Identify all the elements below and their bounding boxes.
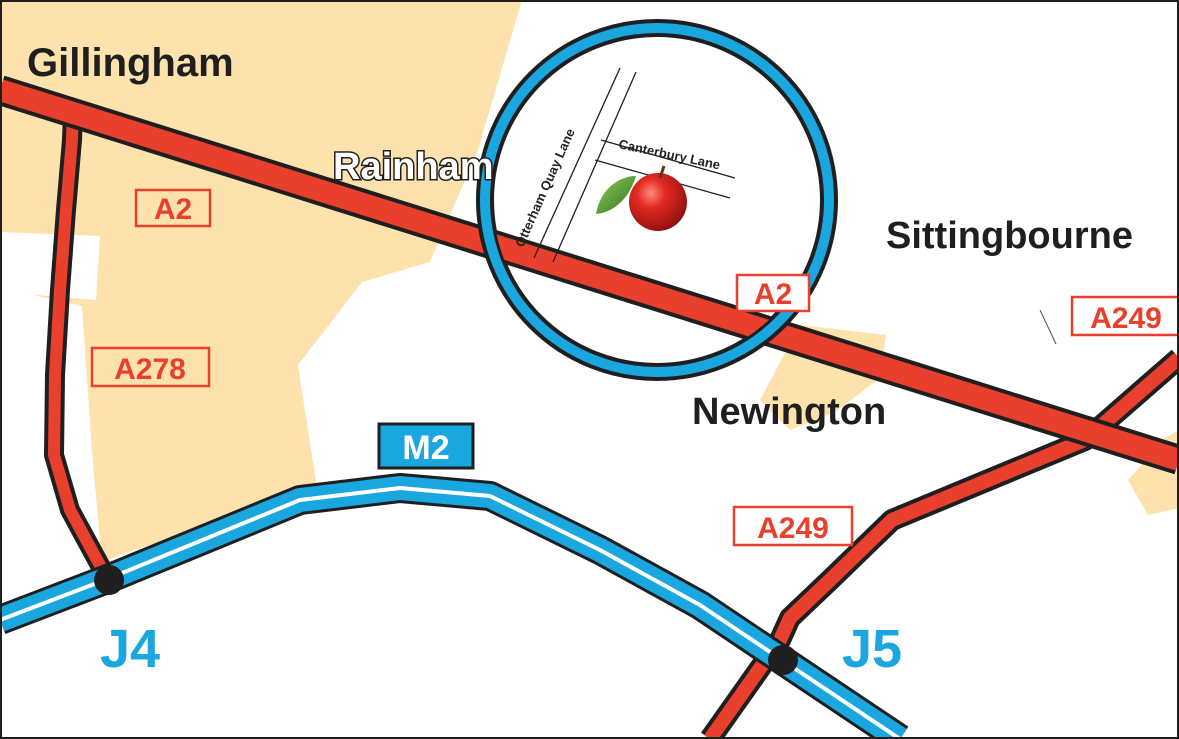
road-label-a2-west: A2 <box>134 188 212 228</box>
junction-label-j4: J4 <box>100 619 160 679</box>
inset-a2 <box>493 75 821 364</box>
m2-motorway <box>0 473 909 739</box>
svg-text:A249: A249 <box>1090 302 1162 335</box>
place-label-newington: Newington <box>692 391 886 433</box>
road-label-a278: A278 <box>90 346 211 388</box>
svg-text:A2: A2 <box>754 278 792 311</box>
road-label-a249-east: A249 <box>1070 295 1179 337</box>
urban-gap-west <box>0 232 100 300</box>
leaf-icon <box>596 176 636 214</box>
place-label-rainham: Rainham <box>333 146 493 188</box>
otterham-quay-lane-road <box>533 67 637 263</box>
inset-ring-blue <box>480 23 834 377</box>
m2-centre-line <box>0 486 902 739</box>
place-label-gillingham: Gillingham <box>27 41 234 85</box>
road-label-a2-east: A2 <box>735 273 811 313</box>
map-tick <box>1039 309 1057 345</box>
junction-j4-marker[interactable] <box>94 565 124 595</box>
junction-j5-marker[interactable] <box>768 645 798 675</box>
junction-label-j5: J5 <box>842 619 902 679</box>
svg-text:A2: A2 <box>154 193 192 226</box>
apple-icon[interactable] <box>596 165 687 231</box>
svg-text:A278: A278 <box>114 353 186 386</box>
apple-body <box>629 173 687 231</box>
apple-stem <box>658 165 666 179</box>
svg-text:M2: M2 <box>402 429 449 467</box>
road-label-m2: M2 <box>377 422 475 470</box>
road-label-a249-south: A249 <box>732 505 854 547</box>
place-label-sittingbourne: Sittingbourne <box>886 215 1133 257</box>
a278-road <box>48 111 114 583</box>
svg-text:A249: A249 <box>757 512 829 545</box>
